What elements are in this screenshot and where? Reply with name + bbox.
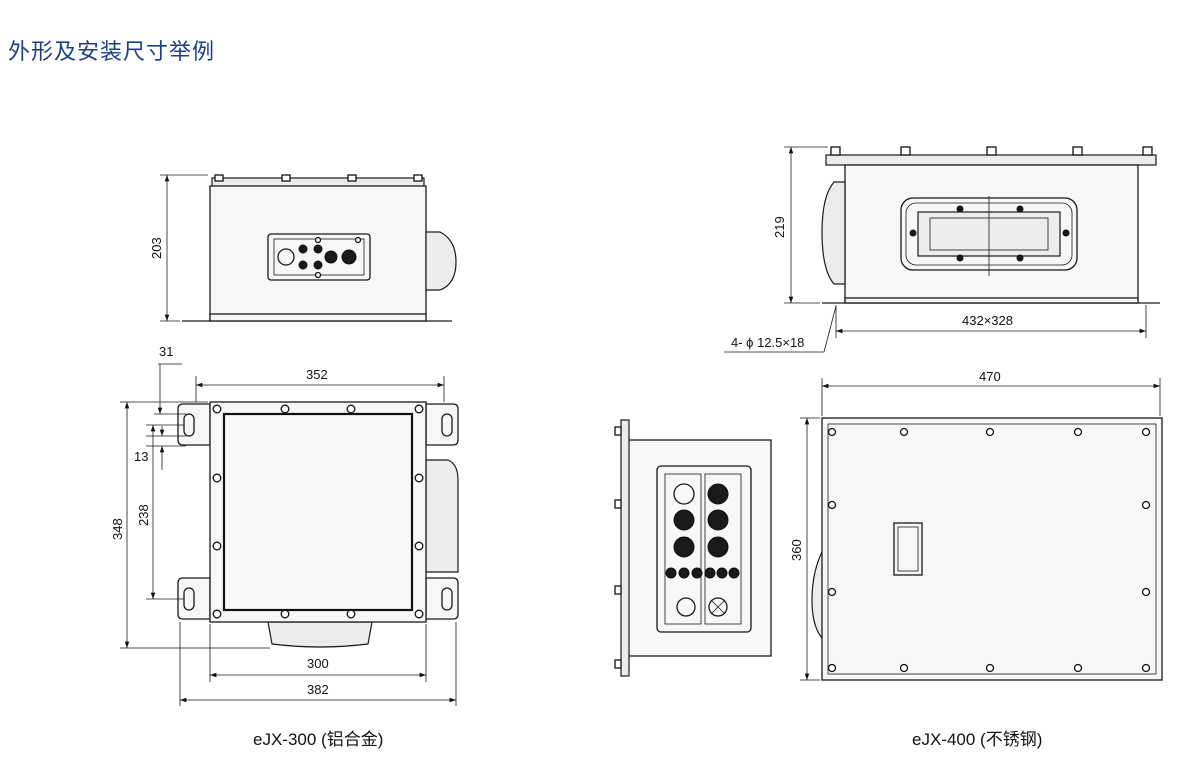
ejx300-front-view: 203 bbox=[149, 174, 457, 322]
connector-panel bbox=[267, 233, 371, 281]
page-title: 外形及安装尺寸举例 bbox=[8, 40, 216, 65]
dim-203-label: 203 bbox=[149, 237, 164, 259]
ejx400-caption: eJX-400 (不锈钢) bbox=[912, 730, 1042, 749]
dim-470-label: 470 bbox=[979, 369, 1001, 384]
dim-300-label: 300 bbox=[307, 656, 329, 671]
dim-219-label: 219 bbox=[772, 216, 787, 238]
dim-382-label: 382 bbox=[307, 682, 329, 697]
dim-348-label: 348 bbox=[110, 518, 125, 540]
ejx400-window bbox=[900, 196, 1078, 276]
ejx300-caption: eJX-300 (铝合金) bbox=[253, 730, 383, 749]
ejx400-side-view bbox=[614, 419, 772, 677]
ejx300-plan-view: 352 31 13 348 238 300 382 eJX-300 (铝合金) bbox=[110, 344, 459, 749]
dim-238-label: 238 bbox=[136, 504, 151, 526]
dim-432x328-label: 432×328 bbox=[962, 313, 1013, 328]
ejx400-plan-bolts bbox=[827, 427, 1151, 673]
ejx400-connector-panel bbox=[656, 465, 752, 633]
ejx400-front-view: 219 432×328 4- ϕ 12.5×18 bbox=[724, 146, 1160, 353]
dim-352-label: 352 bbox=[306, 367, 328, 382]
dim-31-label: 31 bbox=[159, 344, 173, 359]
dim-holes-label: 4- ϕ 12.5×18 bbox=[731, 335, 804, 350]
ejx400-plan-view: 470 360 eJX-400 (不锈钢) bbox=[789, 369, 1163, 749]
dim-360-label: 360 bbox=[789, 539, 804, 561]
dim-13-label: 13 bbox=[134, 449, 148, 464]
ejx300-plan-bolts bbox=[212, 404, 424, 619]
